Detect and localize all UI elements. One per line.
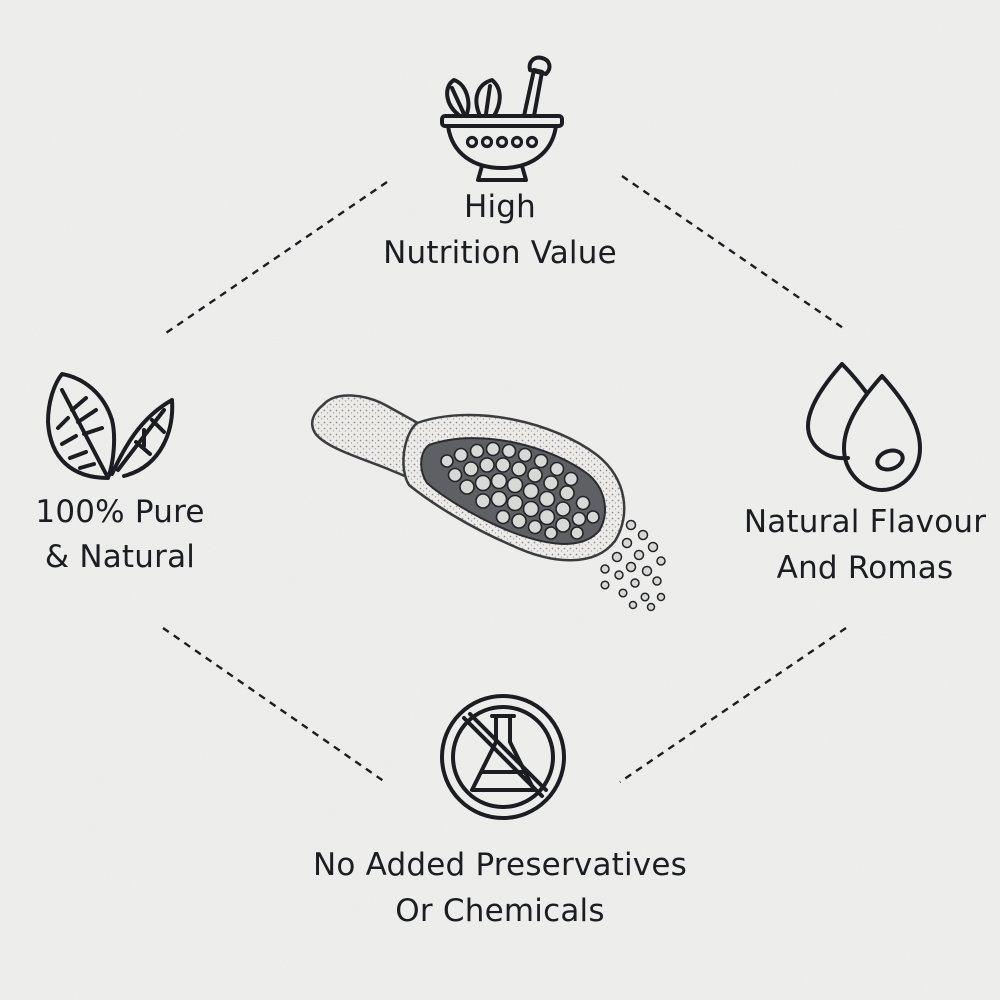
feature-label-line1: High bbox=[463, 189, 537, 225]
spilled-seeds bbox=[600, 519, 666, 612]
dash-line-top-left bbox=[162, 181, 388, 336]
feature-pure-natural: 100% Pure & Natural bbox=[0, 368, 240, 588]
feature-label-line2: And Romas bbox=[776, 550, 954, 586]
scoop-with-seeds-icon bbox=[311, 394, 666, 612]
dash-line-bottom-left bbox=[162, 627, 386, 783]
no-chemicals-icon bbox=[440, 694, 566, 820]
feature-label-line2: Or Chemicals bbox=[395, 893, 605, 929]
feature-no-preservatives: No Added Preservatives Or Chemicals bbox=[260, 692, 740, 942]
feature-label-line1: No Added Preservatives bbox=[313, 847, 687, 883]
leaves-icon bbox=[46, 372, 175, 480]
oil-drops-icon bbox=[806, 362, 922, 492]
feature-label-line2: & Natural bbox=[44, 539, 196, 575]
mortar-and-pestle-icon bbox=[440, 55, 564, 182]
feature-label-line2: Nutrition Value bbox=[383, 235, 617, 271]
dash-line-bottom-right bbox=[619, 627, 847, 783]
feature-natural-flavour: Natural Flavour And Romas bbox=[730, 360, 1000, 600]
feature-label-line1: Natural Flavour bbox=[743, 504, 987, 540]
feature-label-line1: 100% Pure bbox=[35, 494, 205, 530]
dash-line-top-right bbox=[621, 175, 847, 331]
feature-high-nutrition: High Nutrition Value bbox=[300, 50, 700, 280]
seeds bbox=[440, 441, 600, 540]
